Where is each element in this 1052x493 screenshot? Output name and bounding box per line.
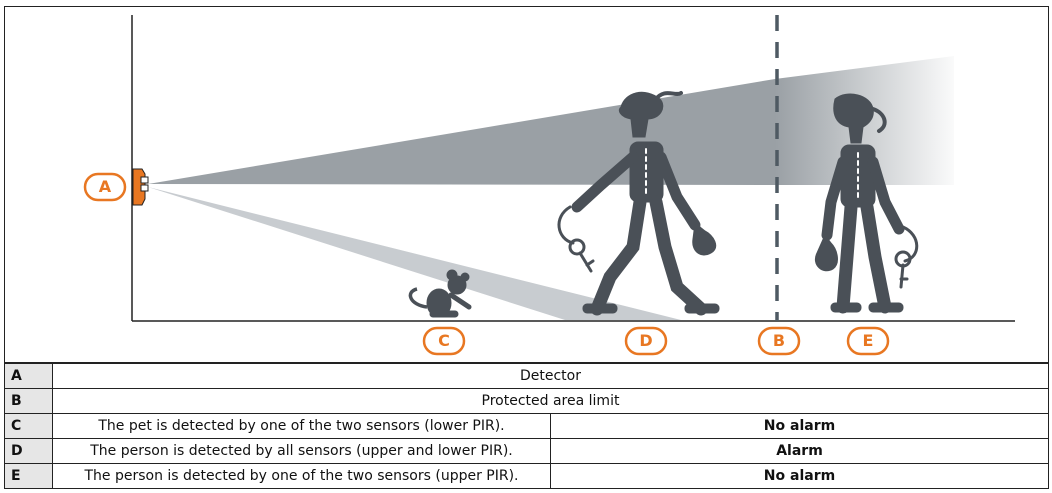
legend-key: D [5, 439, 53, 464]
legend-key: A [5, 364, 53, 389]
marker-c: C [424, 328, 464, 354]
legend-result: No alarm [551, 414, 1049, 439]
legend-description: The pet is detected by one of the two se… [53, 414, 551, 439]
marker-a-label: A [99, 177, 112, 196]
detection-figure: A C D B E [4, 6, 1049, 363]
legend-row-c: C The pet is detected by one of the two … [5, 414, 1049, 439]
legend-key: B [5, 389, 53, 414]
legend-table: A Detector B Protected area limit C The … [4, 363, 1049, 489]
marker-b: B [759, 328, 799, 354]
marker-a: A [85, 174, 125, 200]
legend-result: Alarm [551, 439, 1049, 464]
detection-illustration: A C D B E [5, 7, 1049, 363]
legend-row-b: B Protected area limit [5, 389, 1049, 414]
legend-row-e: E The person is detected by one of the t… [5, 464, 1049, 489]
legend-description: The person is detected by all sensors (u… [53, 439, 551, 464]
legend-row-a: A Detector [5, 364, 1049, 389]
marker-b-label: B [773, 331, 785, 350]
detector-device-icon [133, 169, 148, 205]
legend-row-d: D The person is detected by all sensors … [5, 439, 1049, 464]
marker-e: E [848, 328, 888, 354]
legend-description: The person is detected by one of the two… [53, 464, 551, 489]
legend-key: E [5, 464, 53, 489]
pir-detection-diagram: A C D B E A [4, 6, 1049, 490]
legend-description: Detector [53, 364, 1049, 389]
marker-d: D [626, 328, 666, 354]
legend-description: Protected area limit [53, 389, 1049, 414]
legend-result: No alarm [551, 464, 1049, 489]
marker-c-label: C [438, 331, 450, 350]
marker-d-label: D [639, 331, 652, 350]
legend-key: C [5, 414, 53, 439]
marker-e-label: E [863, 331, 874, 350]
